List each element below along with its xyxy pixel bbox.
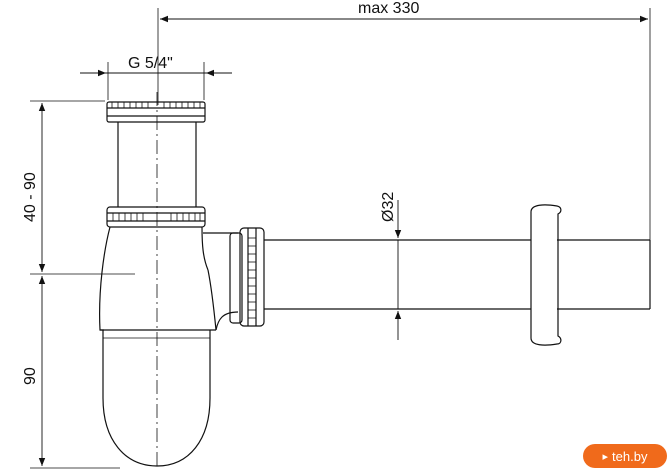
middle-nut — [106, 206, 206, 228]
dim-thread — [80, 62, 232, 100]
height-adjust-label: 40 - 90 — [22, 172, 39, 222]
outlet-pipe — [264, 239, 651, 310]
vertical-tube — [117, 122, 197, 207]
total-length-label: max 330 — [358, 0, 419, 17]
watermark-text: teh.by — [612, 448, 648, 464]
dim-vertical — [30, 100, 120, 469]
watermark-badge: ▸ teh.by — [583, 444, 667, 468]
thread-size-label: G 5/4" — [128, 55, 173, 72]
dim-total-length — [157, 8, 651, 245]
trap-body — [99, 226, 239, 467]
wall-rosette — [530, 204, 562, 346]
top-nut — [106, 101, 206, 123]
elbow-nut — [229, 227, 265, 327]
pipe-diameter-label: Ø32 — [380, 192, 397, 222]
bottom-height-label: 90 — [22, 367, 39, 385]
arrow-icon: ▸ — [602, 450, 609, 463]
